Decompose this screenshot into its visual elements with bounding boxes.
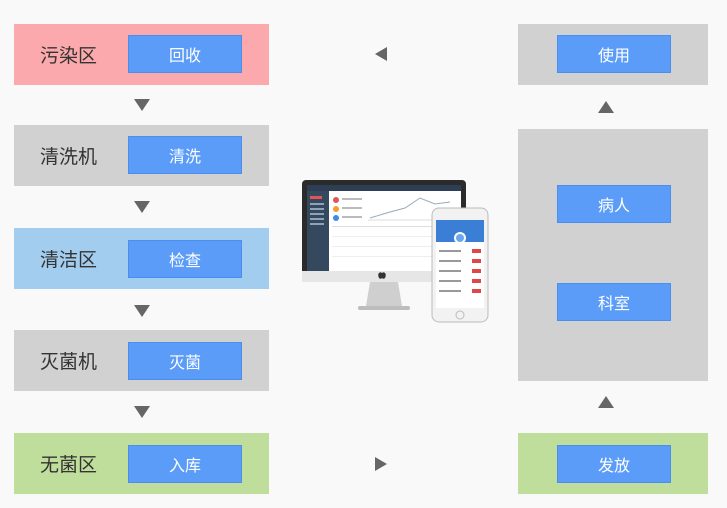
down-arrow-icon	[134, 305, 150, 317]
sterilize-button[interactable]: 灭菌	[128, 342, 242, 380]
department-button[interactable]: 科室	[557, 283, 671, 321]
patient-button[interactable]: 病人	[557, 185, 671, 223]
use-button[interactable]: 使用	[557, 35, 671, 73]
device-illustration	[300, 178, 492, 326]
up-arrow-icon	[598, 101, 614, 113]
right-arrow-icon	[375, 457, 387, 471]
down-arrow-icon	[134, 201, 150, 213]
issue-button[interactable]: 发放	[557, 445, 671, 483]
inspect-button[interactable]: 检查	[128, 240, 242, 278]
zone-patient-department	[518, 129, 708, 381]
zone-label-sterile: 无菌区	[40, 455, 98, 476]
up-arrow-icon	[598, 396, 614, 408]
down-arrow-icon	[134, 406, 150, 418]
wash-button[interactable]: 清洗	[128, 136, 242, 174]
apple-logo-icon	[378, 272, 386, 279]
left-arrow-icon	[375, 47, 387, 61]
zone-label-contaminated: 污染区	[40, 46, 98, 67]
recycle-button[interactable]: 回收	[128, 35, 242, 73]
phone-icon	[431, 207, 489, 323]
store-button[interactable]: 入库	[128, 445, 242, 483]
zone-label-sterilizer: 灭菌机	[40, 352, 98, 373]
zone-label-clean: 清洁区	[40, 250, 98, 271]
zone-label-washer: 清洗机	[40, 147, 98, 168]
down-arrow-icon	[134, 99, 150, 111]
computer-icon	[302, 180, 489, 323]
